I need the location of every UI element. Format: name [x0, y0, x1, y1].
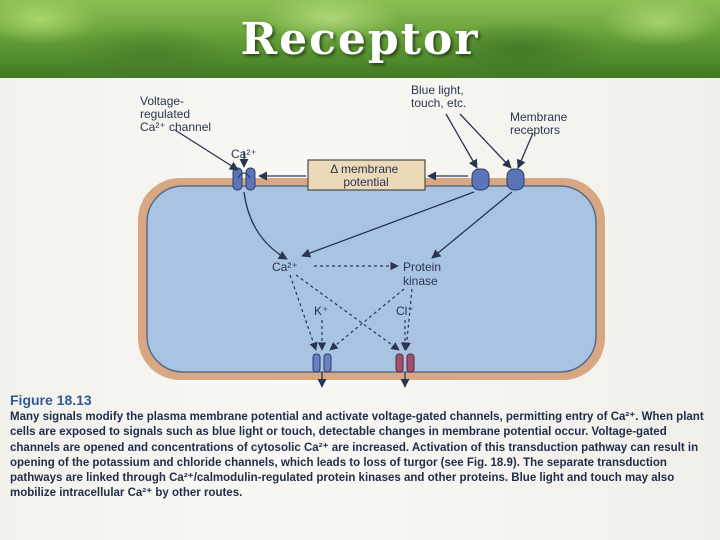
header-banner: Receptor [0, 0, 720, 78]
caption-title: Figure 18.13 [10, 392, 92, 408]
voltage-channel-label: Voltage- regulated Ca²⁺ channel [140, 94, 211, 134]
cytosolic-ca-label: Ca²⁺ [272, 260, 298, 274]
membrane-receptor-2 [506, 168, 525, 191]
chloride-channel [395, 353, 415, 373]
arrow-receptor-to-ca [301, 191, 475, 258]
arrow-label-to-receptor [517, 132, 534, 169]
stimulus-label: Blue light, touch, etc. [411, 83, 467, 110]
plasma-membrane [146, 185, 597, 373]
arrow-receptor-to-kinase [431, 191, 513, 259]
membrane-receptors-label: Membrane receptors [510, 110, 571, 137]
arrow-kinase-to-cl-channel [402, 288, 413, 351]
ca-entry-label: Ca²⁺ [231, 147, 257, 161]
arrow-kinase-to-k-channel [329, 288, 405, 351]
protein-kinase-label: Protein kinase [403, 260, 444, 288]
figure-caption: Figure 18.13 Many signals modify the pla… [10, 392, 710, 502]
arrow-channel-to-ca [243, 191, 288, 260]
potassium-label: K⁺ [314, 304, 328, 318]
arrow-light-to-receptor-2 [459, 113, 512, 169]
potassium-channel [312, 353, 332, 373]
caption-text: Many signals modify the plasma membrane … [10, 411, 704, 500]
arrow-label-to-channel [174, 129, 239, 171]
membrane-potential-label: Δ membrane potential [330, 162, 401, 189]
arrow-light-to-receptor-1 [445, 113, 478, 169]
membrane-receptor-1 [471, 168, 490, 191]
arrow-ca-to-k-channel [289, 274, 318, 351]
chloride-label: Cl⁻ [396, 304, 414, 318]
voltage-gated-ca-channel [232, 167, 256, 191]
page-title: Receptor [240, 14, 480, 65]
cell-signaling-diagram: Voltage- regulated Ca²⁺ channel Ca²⁺ Blu… [138, 83, 605, 388]
membrane-potential-box [307, 159, 426, 191]
